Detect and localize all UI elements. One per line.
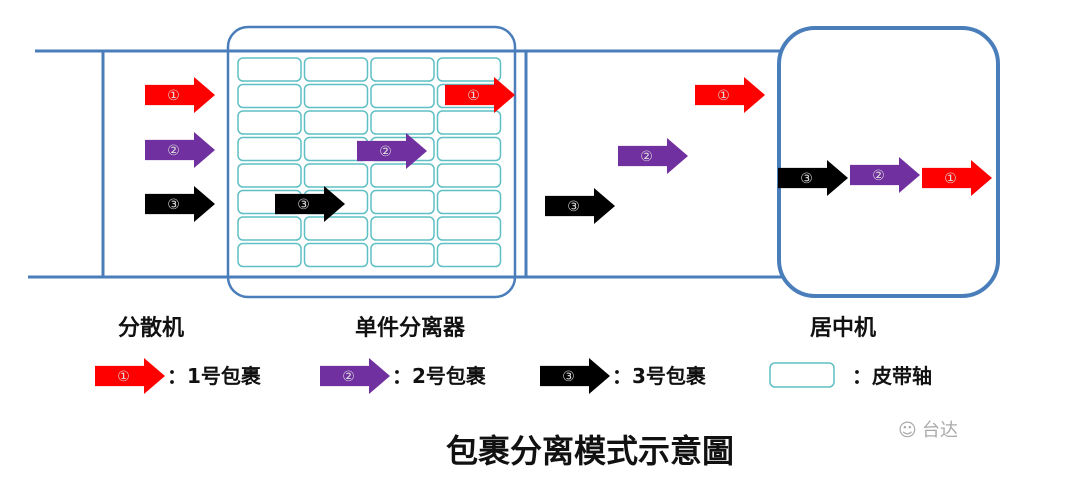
belt-roller	[370, 110, 435, 135]
package-3-arrow: ③	[545, 188, 615, 224]
belt-roller	[237, 110, 302, 135]
package-number: ②	[167, 143, 180, 159]
package-number: ③	[800, 171, 813, 187]
belt-grid	[237, 57, 502, 268]
package-number: ①	[467, 88, 480, 104]
arrow-icon	[540, 358, 610, 394]
belt-roller	[370, 216, 435, 241]
package-number: ②	[342, 369, 355, 385]
arrow-icon	[695, 77, 765, 113]
belt-roller	[303, 57, 369, 82]
package-3-arrow: ③	[778, 160, 848, 196]
package-1-arrow: ①	[922, 160, 992, 196]
belt-roller	[436, 136, 502, 162]
package-number: ①	[117, 369, 130, 385]
belt-roller	[436, 242, 502, 268]
belt-roller	[303, 83, 369, 109]
centering-box	[777, 26, 1000, 298]
arrow-icon	[275, 186, 345, 222]
belt-roller	[237, 242, 302, 268]
package-3-arrow: ③	[145, 186, 215, 222]
package-number: ②	[379, 144, 392, 160]
legend-belt-label: ：皮带轴	[852, 364, 932, 388]
belt-roller	[303, 163, 369, 188]
belt-roller	[303, 110, 369, 135]
package-number: ③	[562, 369, 575, 385]
package-3-arrow: ③	[275, 186, 345, 222]
package-number: ①	[167, 88, 180, 104]
arrow-icon	[445, 77, 515, 113]
package-number: ③	[297, 197, 310, 213]
station-label-separator: 单件分离器	[355, 315, 466, 341]
belt-roller	[370, 242, 435, 268]
arrow-icon	[778, 160, 848, 196]
legend-package-1-arrow: ①	[95, 358, 165, 394]
belt-roller	[303, 242, 369, 268]
belt-roller	[237, 136, 302, 162]
arrow-icon	[850, 157, 920, 193]
belt-roller	[370, 189, 435, 215]
package-1-arrow: ①	[145, 77, 215, 113]
arrow-icon	[145, 132, 215, 168]
diagram-title: 包裹分离模式示意圖	[446, 432, 734, 470]
package-number: ②	[872, 168, 885, 184]
belt-roller	[436, 189, 502, 215]
arrow-icon	[145, 186, 215, 222]
belt-roller	[370, 83, 435, 109]
station-label-centering: 居中机	[810, 316, 876, 341]
package-number: ①	[944, 171, 957, 187]
legend-package-3-arrow: ③	[540, 358, 610, 394]
watermark-text: 台达	[922, 420, 958, 441]
legend-belt-swatch	[769, 362, 835, 388]
arrow-icon	[145, 77, 215, 113]
package-number: ①	[717, 88, 730, 104]
legend-package-1-label: ：1号包裹	[167, 364, 262, 388]
arrow-icon	[545, 188, 615, 224]
conveyor-frame	[28, 25, 1000, 299]
package-2-arrow: ②	[145, 132, 215, 168]
station-label-disperser: 分散机	[118, 316, 184, 341]
wechat-icon: ☺	[898, 420, 917, 441]
legend-package-3-label: ：3号包裹	[612, 364, 707, 388]
separator-box	[226, 25, 517, 299]
package-number: ③	[567, 199, 580, 215]
belt-roller	[436, 110, 502, 135]
belt-roller	[370, 57, 435, 82]
package-2-arrow: ②	[850, 157, 920, 193]
package-2-arrow: ②	[357, 133, 427, 169]
belt-roller	[436, 163, 502, 188]
belt-roller	[303, 216, 369, 241]
package-2-arrow: ②	[618, 138, 688, 174]
arrow-icon	[922, 160, 992, 196]
package-number: ③	[167, 197, 180, 213]
legend-package-2-arrow: ②	[320, 358, 390, 394]
arrow-icon	[618, 138, 688, 174]
belt-roller	[237, 216, 302, 241]
package-1-arrow: ①	[445, 77, 515, 113]
arrow-icon	[95, 358, 165, 394]
arrow-icon	[357, 133, 427, 169]
arrow-icon	[320, 358, 390, 394]
legend: ① ：1号包裹 ② ：2号包裹 ③ ：3号包裹	[95, 358, 835, 394]
legend-package-2-label: ：2号包裹	[392, 364, 487, 388]
belt-roller	[370, 163, 435, 188]
belt-roller	[237, 163, 302, 188]
belt-roller	[237, 83, 302, 109]
package-1-arrow: ①	[695, 77, 765, 113]
belt-roller	[436, 57, 502, 82]
belt-roller	[436, 216, 502, 241]
package-number: ②	[640, 149, 653, 165]
watermark: ☺ 台达	[898, 420, 958, 441]
package-arrows: ① ① ① ① ② ② ② ② ③ ③ ③ ③	[145, 77, 992, 224]
belt-roller	[237, 57, 302, 82]
